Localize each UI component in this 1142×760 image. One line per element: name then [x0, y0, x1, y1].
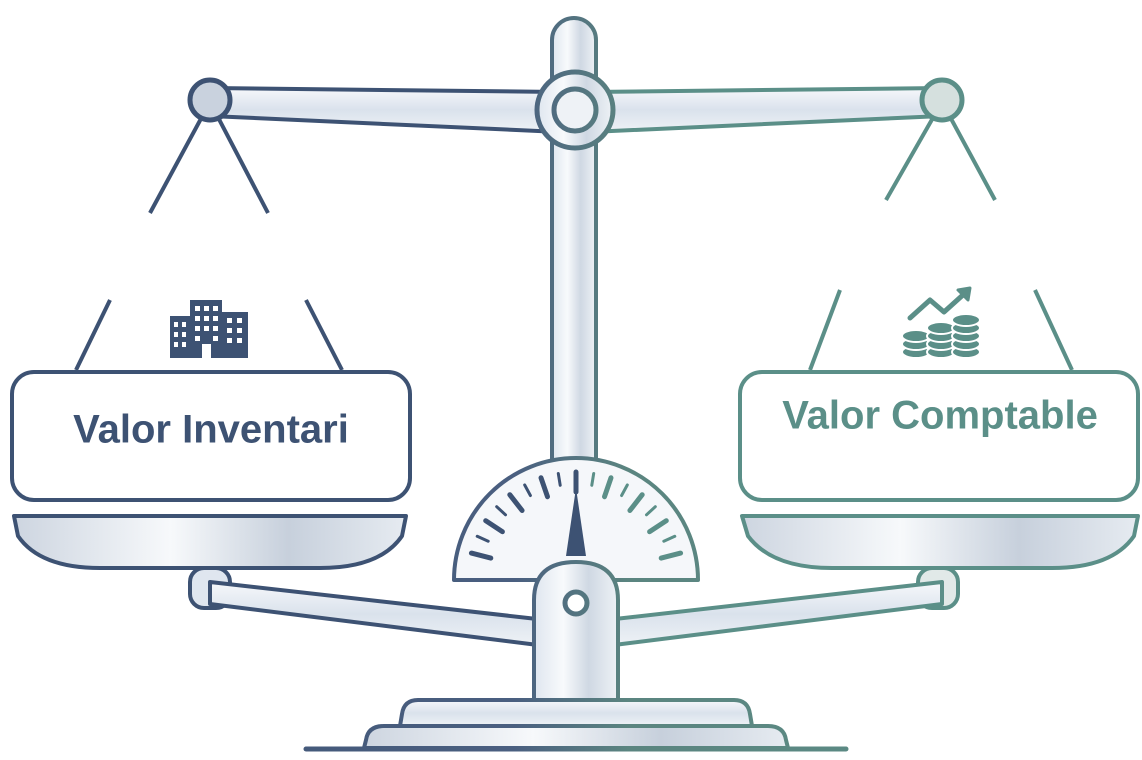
- gauge-tick: [647, 518, 669, 535]
- gauge-tick: [627, 492, 645, 513]
- gauge-tick: [556, 472, 562, 487]
- gauge-tick: [507, 492, 525, 513]
- left-pan-box: Valor Inventari: [10, 370, 412, 502]
- top-beam: [187, 69, 965, 151]
- gauge-tick: [483, 518, 505, 535]
- right-pan-box: Valor Comptable: [738, 370, 1140, 502]
- gauge-needle: [566, 488, 586, 556]
- gauge-tick: [523, 483, 532, 497]
- pivot-block: [532, 560, 620, 702]
- buildings-icon: [170, 300, 248, 358]
- gauge-tick: [495, 505, 507, 517]
- gauge-dial: [452, 456, 700, 582]
- right-pan-dish: [740, 514, 1140, 610]
- gauge-ticks: [468, 469, 684, 561]
- gauge-tick: [468, 550, 494, 561]
- gauge-tick: [620, 483, 629, 497]
- left-pan-dish: [12, 514, 408, 610]
- gauge-tick: [645, 505, 657, 517]
- gauge-tick: [475, 534, 490, 543]
- gauge-tick: [590, 472, 596, 487]
- right-pan-label: Valor Comptable: [782, 394, 1098, 438]
- gauge-tick: [538, 475, 550, 500]
- gauge-tick: [658, 550, 684, 561]
- gauge-tick: [662, 534, 677, 543]
- gauge-tick: [602, 475, 614, 500]
- left-pan-label: Valor Inventari: [73, 408, 349, 452]
- coins-growth-icon: [901, 286, 981, 359]
- scale-base: [303, 698, 849, 752]
- left-pan-strings: [74, 101, 344, 371]
